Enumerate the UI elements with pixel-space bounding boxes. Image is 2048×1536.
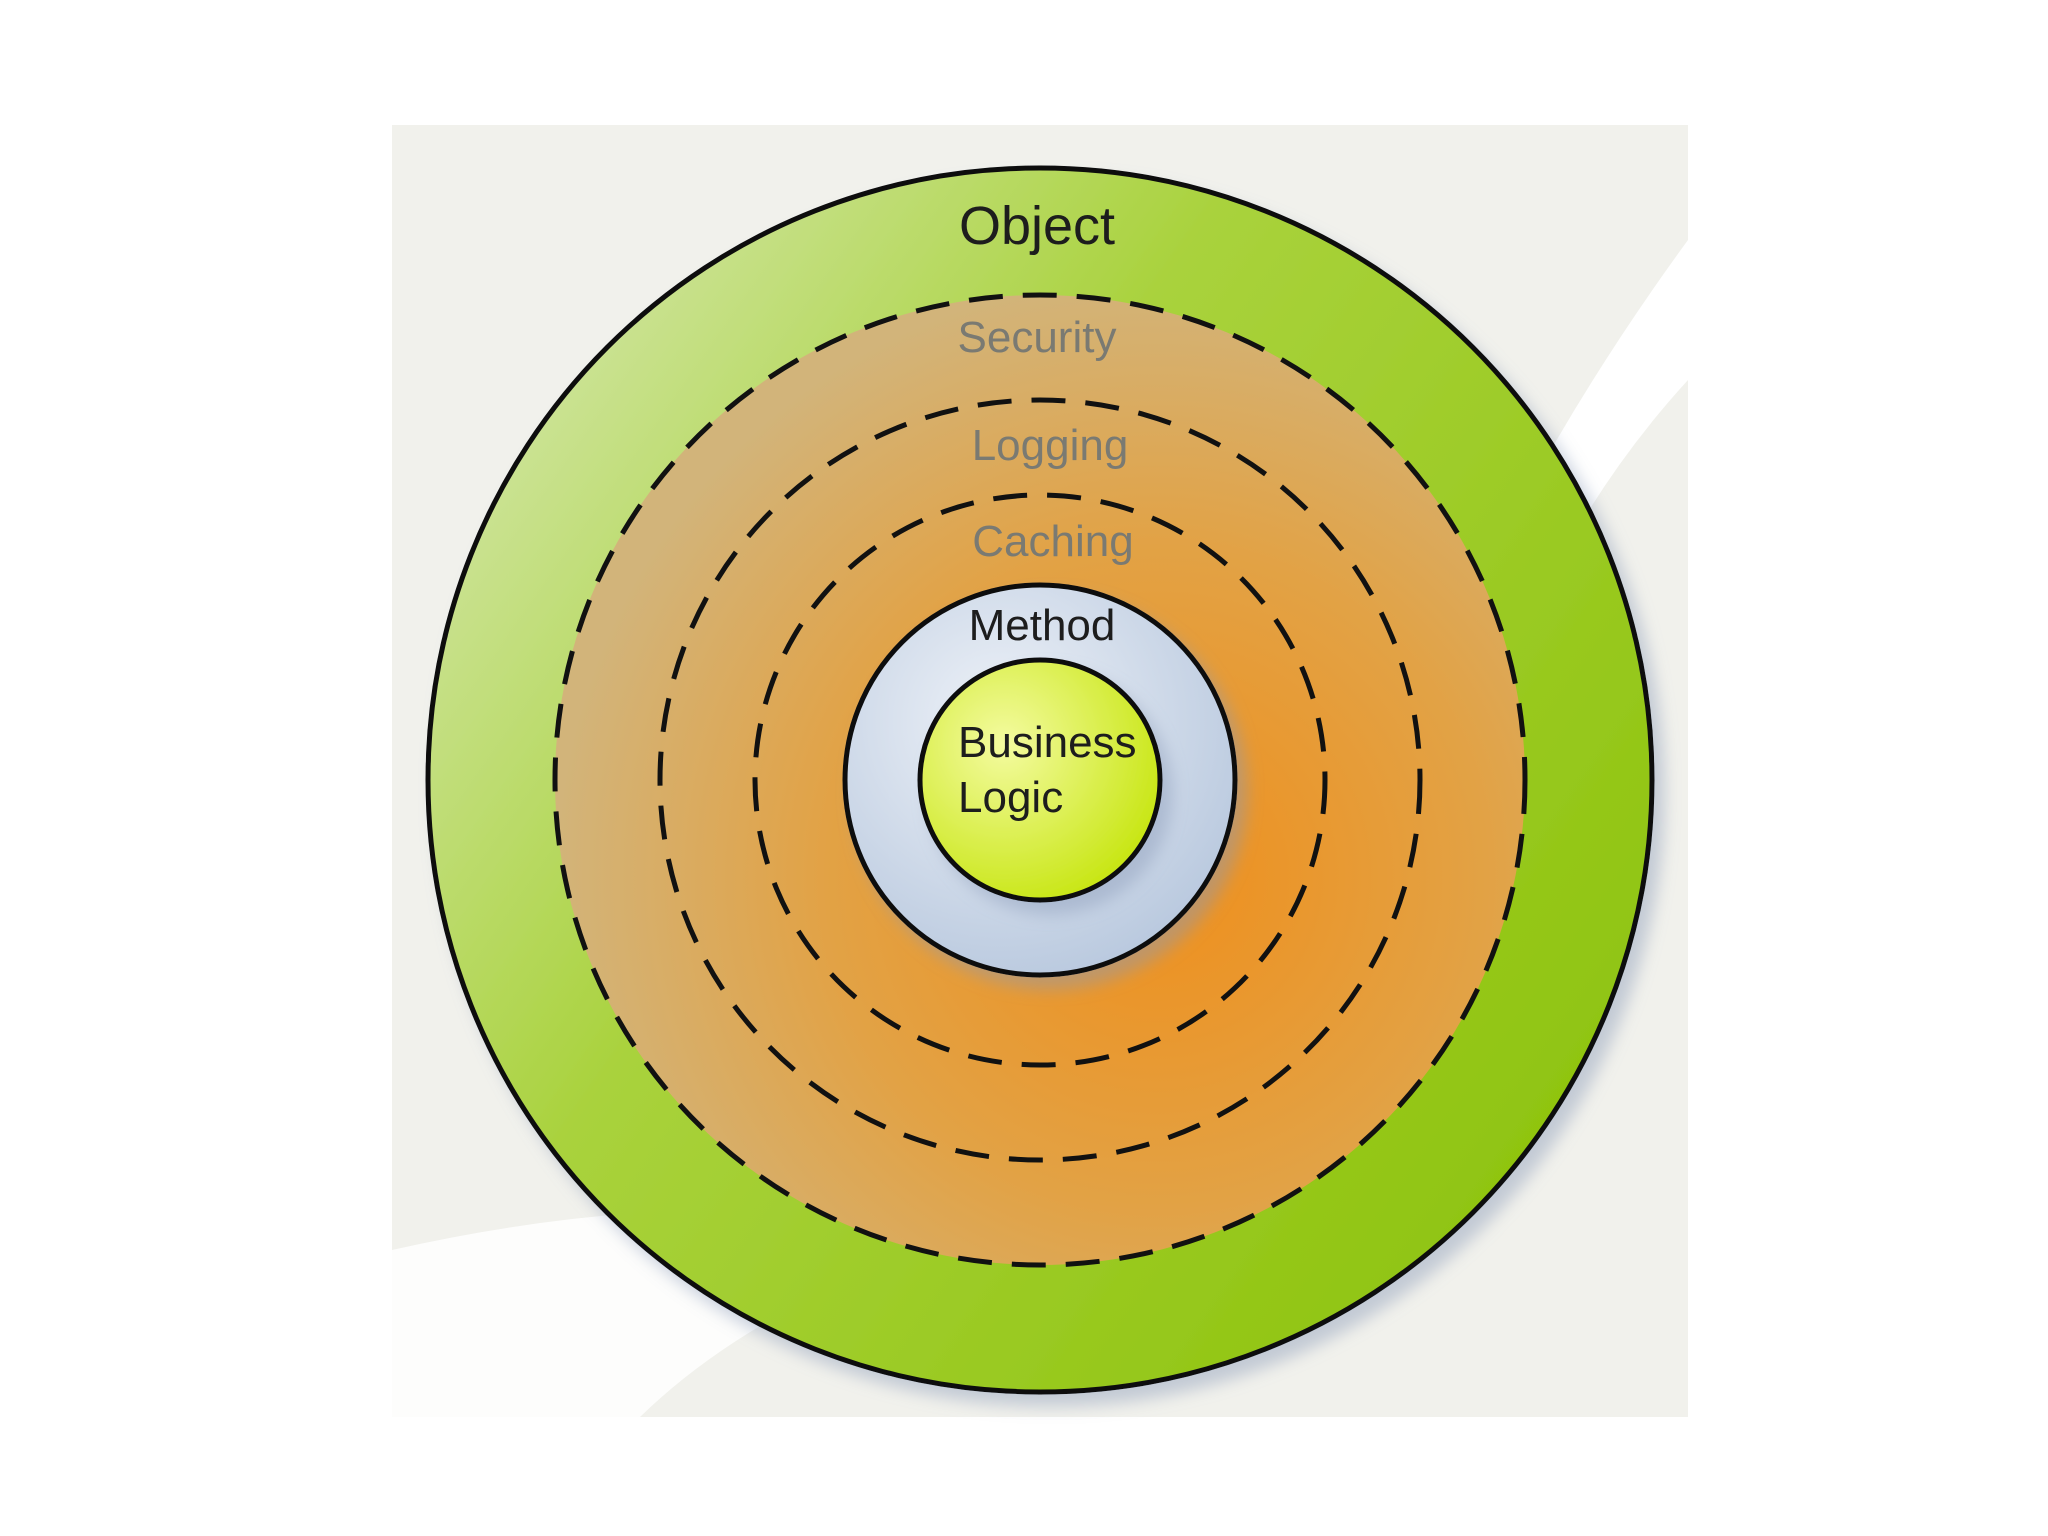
business-logic-circle bbox=[917, 657, 1163, 903]
method-label: Method bbox=[969, 601, 1116, 650]
logging-ring bbox=[657, 397, 1423, 1163]
security-label: Security bbox=[958, 313, 1117, 362]
business-label-line2: Logic bbox=[958, 773, 1063, 822]
business-label-line1: Business bbox=[958, 718, 1137, 767]
logging-label: Logging bbox=[972, 421, 1129, 470]
caching-ring bbox=[752, 492, 1328, 1068]
caching-label: Caching bbox=[972, 517, 1133, 566]
security-ring bbox=[552, 292, 1528, 1268]
object-label: Object bbox=[959, 196, 1115, 256]
